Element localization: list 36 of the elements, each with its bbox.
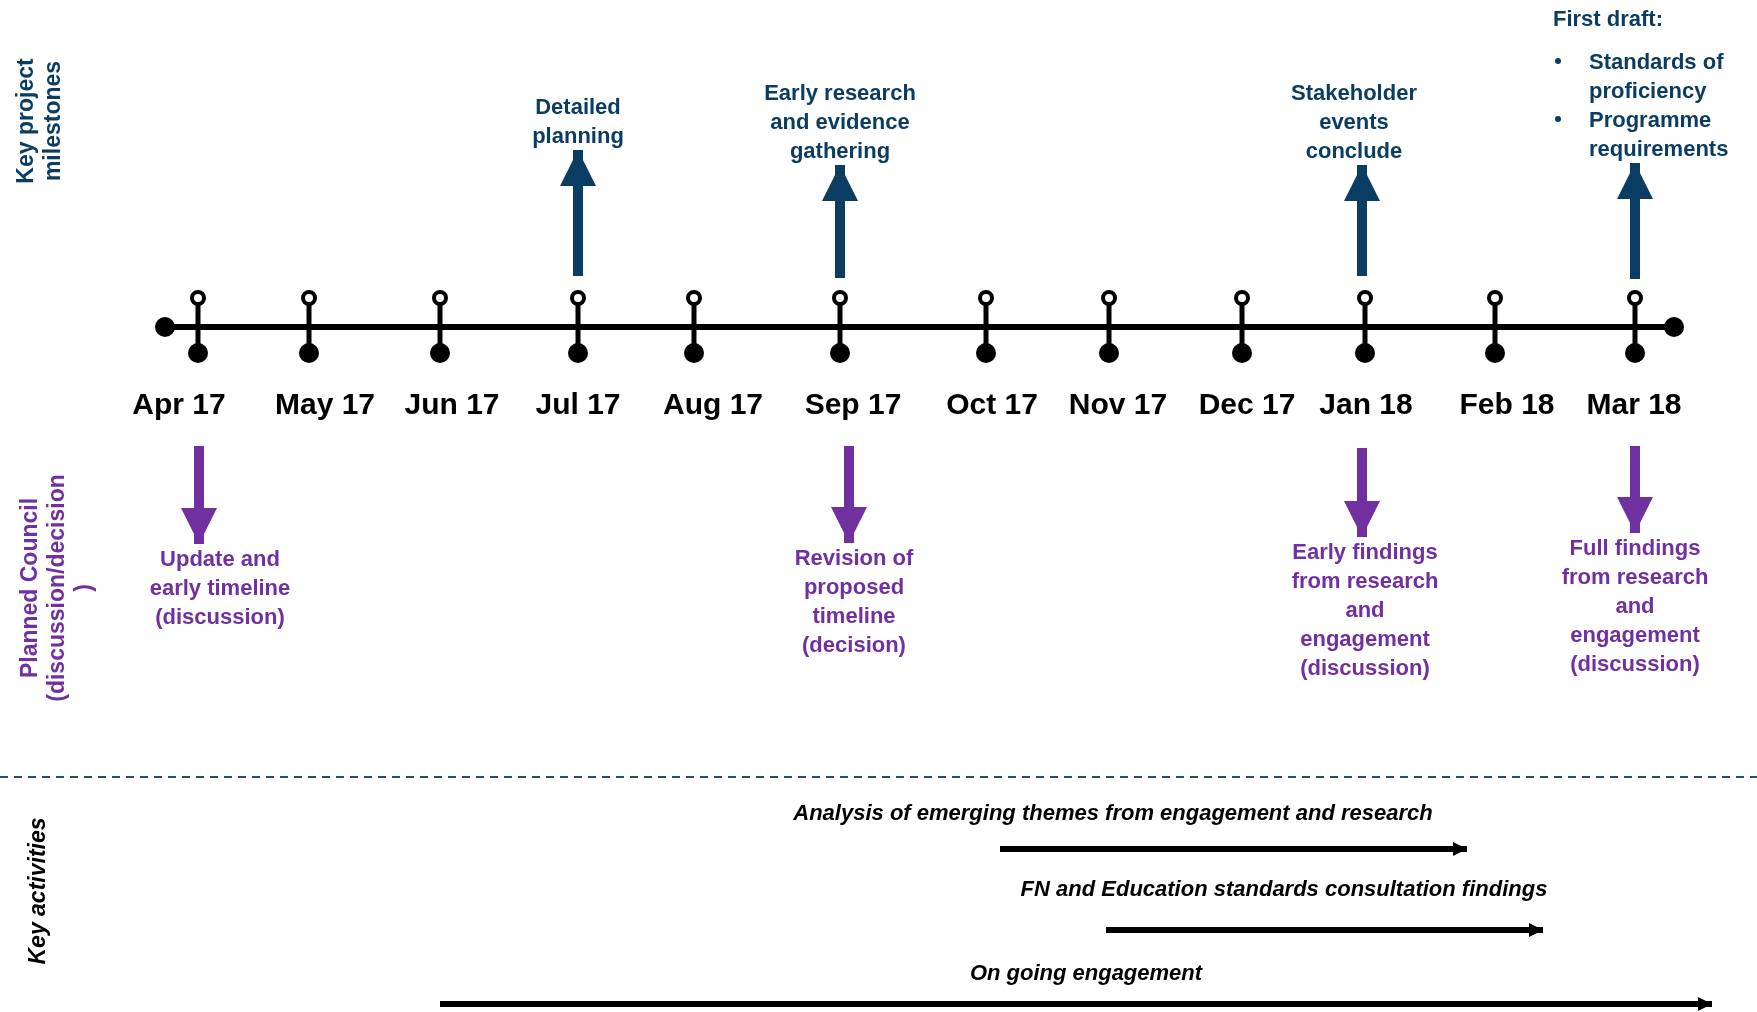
arrow bbox=[1617, 163, 1653, 279]
month-label: Sep 17 bbox=[804, 388, 902, 420]
section-label: Planned Council (discussion/decision ) bbox=[15, 473, 97, 703]
month-label: Nov 17 bbox=[1068, 388, 1168, 420]
council-label: Update and early timeline (discussion) bbox=[135, 544, 305, 631]
month-label: Oct 17 bbox=[946, 388, 1038, 420]
month-label: Jul 17 bbox=[535, 388, 621, 420]
arrow bbox=[831, 446, 867, 543]
activity-label: FN and Education standards consultation findings bbox=[1020, 876, 1548, 902]
month-label: May 17 bbox=[274, 388, 376, 420]
month-label: Mar 18 bbox=[1586, 388, 1682, 420]
month-label: Aug 17 bbox=[663, 388, 763, 420]
month-label: Dec 17 bbox=[1198, 388, 1296, 420]
arrow bbox=[1344, 448, 1380, 537]
council-label: Early findings from research and engagement (discussion) bbox=[1285, 537, 1445, 682]
note-heading: First draft: bbox=[1553, 5, 1664, 33]
council-label: Full findings from research and engagement (discussion) bbox=[1555, 533, 1715, 678]
milestone-label: Detailed planning bbox=[508, 92, 648, 150]
milestone-label: Stakeholder events conclude bbox=[1274, 78, 1434, 165]
arrow bbox=[1344, 165, 1380, 276]
month-label: Feb 18 bbox=[1459, 388, 1555, 420]
arrow bbox=[1617, 446, 1653, 533]
section-label: Key activities bbox=[23, 817, 51, 965]
section-label: Key project milestones bbox=[12, 57, 66, 186]
activity-label: Analysis of emerging themes from engagement and research bbox=[793, 800, 1433, 826]
arrow bbox=[181, 446, 217, 544]
month-label: Jun 17 bbox=[404, 388, 500, 420]
arrow bbox=[560, 150, 596, 276]
council-label: Revision of proposed timeline (decision) bbox=[779, 543, 929, 659]
activity-label: On going engagement bbox=[969, 960, 1203, 986]
month-label: Apr 17 bbox=[132, 388, 226, 420]
month-label: Jan 18 bbox=[1319, 388, 1413, 420]
bullet-item: Standards of proficiency bbox=[1589, 49, 1724, 103]
arrow bbox=[822, 165, 858, 278]
milestone-label: Early research and evidence gathering bbox=[745, 78, 935, 165]
bullet-item: Programme requirements bbox=[1589, 107, 1729, 161]
